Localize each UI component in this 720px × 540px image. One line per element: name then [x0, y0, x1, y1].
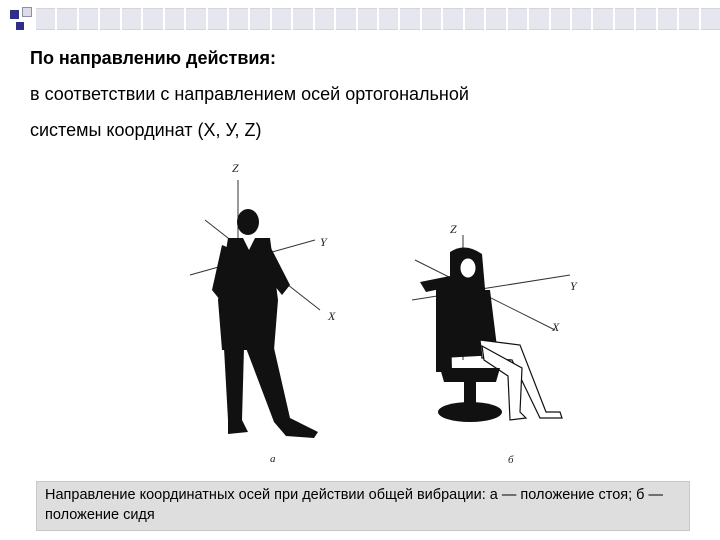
- vibration-axes-figure: Z Y X a Z Y X: [150, 150, 610, 475]
- standing-figure: Z Y X a: [189, 161, 336, 465]
- axis-label-z-standing: Z: [232, 161, 239, 175]
- axis-label-x-seated: X: [551, 320, 560, 334]
- decor-square: [10, 10, 19, 19]
- sublabel-seated: б: [508, 454, 514, 466]
- slide-line-2: системы координат (X, У, Z): [30, 120, 262, 140]
- decor-grid: [36, 8, 720, 30]
- axis-label-x-standing: X: [327, 309, 336, 323]
- sublabel-standing: a: [270, 453, 276, 465]
- axis-label-y-seated: Y: [570, 279, 578, 293]
- slide-text: По направлению действия: в соответствии …: [30, 46, 690, 154]
- decor-square: [16, 22, 24, 30]
- top-decoration: [0, 0, 720, 38]
- slide-line-1: в соответствии с направлением осей ортог…: [30, 84, 469, 104]
- seated-figure: Z Y X б: [411, 222, 578, 466]
- decor-square: [22, 7, 32, 17]
- figure-caption: Направление координатных осей при действ…: [36, 481, 690, 531]
- caption-text: Направление координатных осей при действ…: [45, 487, 664, 523]
- axes-illustration: Z Y X a Z Y X: [189, 161, 578, 466]
- axis-label-z-seated: Z: [450, 222, 457, 236]
- slide-heading: По направлению действия:: [30, 48, 276, 68]
- axis-label-y-standing: Y: [320, 235, 328, 249]
